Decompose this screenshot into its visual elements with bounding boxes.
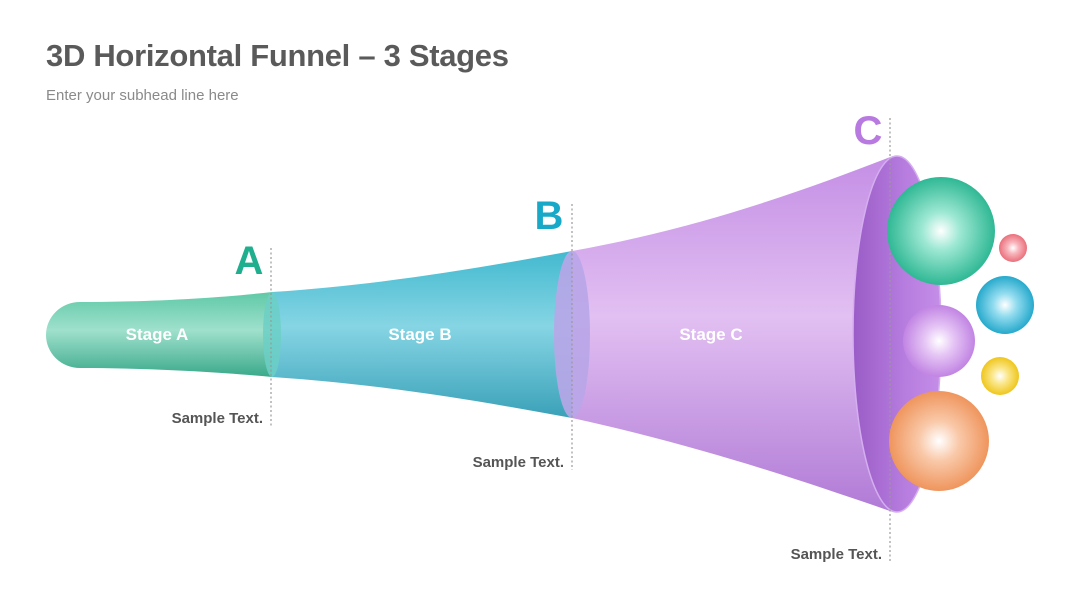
stage-c-segment bbox=[572, 156, 893, 512]
stage-a-label: Stage A bbox=[126, 325, 189, 344]
stage-c-letter: C bbox=[854, 109, 883, 153]
stage-a-letter: A bbox=[235, 239, 264, 283]
page-title: 3D Horizontal Funnel – 3 Stages bbox=[46, 38, 509, 73]
stage-b-segment bbox=[272, 251, 572, 418]
ball-blue bbox=[976, 276, 1034, 334]
joint-a-b bbox=[263, 292, 281, 377]
ball-yellow bbox=[981, 357, 1019, 395]
stage-b-letter: B bbox=[535, 194, 564, 238]
stage-b-label: Stage B bbox=[388, 325, 451, 344]
ball-red-small bbox=[999, 234, 1027, 262]
page-subtitle: Enter your subhead line here bbox=[46, 87, 239, 104]
stage-c-label: Stage C bbox=[679, 325, 742, 344]
ball-orange-large bbox=[889, 391, 989, 491]
stage-c-note: Sample Text. bbox=[791, 546, 882, 563]
stage-a-segment bbox=[46, 292, 272, 377]
ball-teal-large bbox=[887, 177, 995, 285]
stage-b-note: Sample Text. bbox=[473, 454, 564, 471]
stage-a-note: Sample Text. bbox=[172, 410, 263, 427]
ball-purple bbox=[903, 305, 975, 377]
